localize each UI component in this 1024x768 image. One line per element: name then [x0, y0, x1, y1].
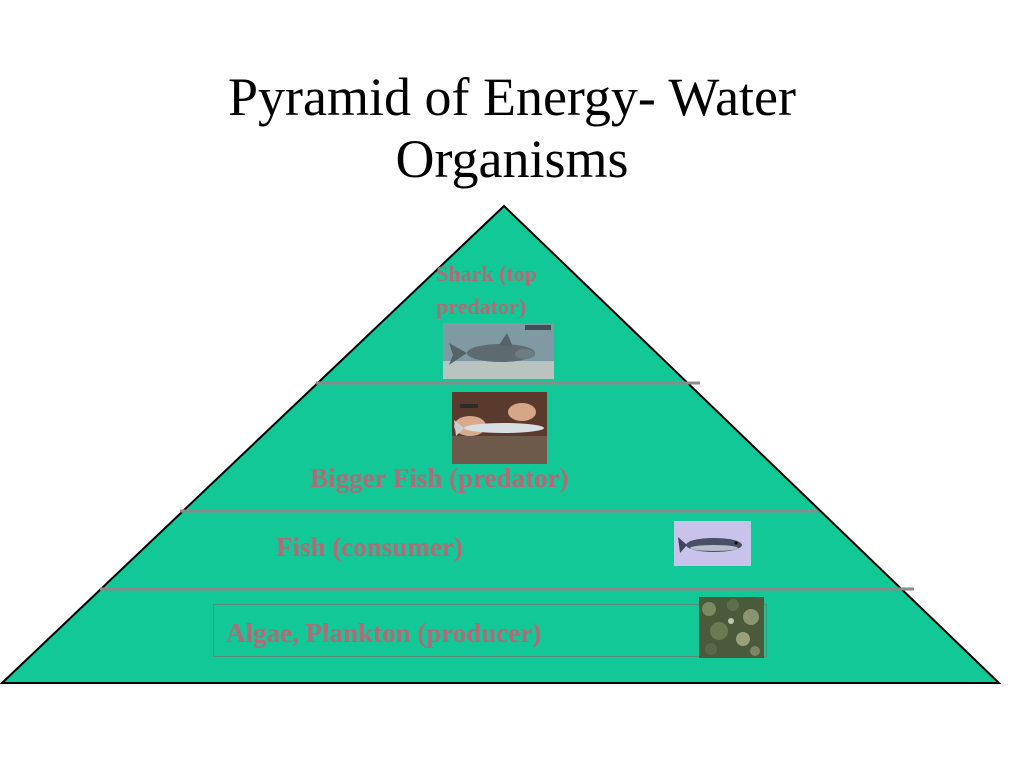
fish-photo: [674, 521, 751, 566]
label-bigger-fish: Bigger Fish (predator): [310, 463, 569, 493]
label-shark-line-1: Shark (top: [436, 261, 537, 286]
label-shark: Shark (top predator): [436, 257, 576, 323]
label-fish: Fish (consumer): [276, 532, 463, 562]
shark-photo: [443, 323, 554, 379]
slide-title: Pyramid of Energy- Water Organisms: [0, 66, 1024, 190]
algae-level-box: [213, 604, 767, 657]
label-shark-line-2: predator): [436, 294, 527, 319]
title-line-2: Organisms: [395, 129, 629, 189]
label-algae: Algae, Plankton (producer): [226, 618, 542, 648]
algae-photo: [699, 597, 764, 658]
title-line-1: Pyramid of Energy- Water: [227, 67, 796, 127]
barracuda-in-hands-photo: [452, 392, 547, 464]
